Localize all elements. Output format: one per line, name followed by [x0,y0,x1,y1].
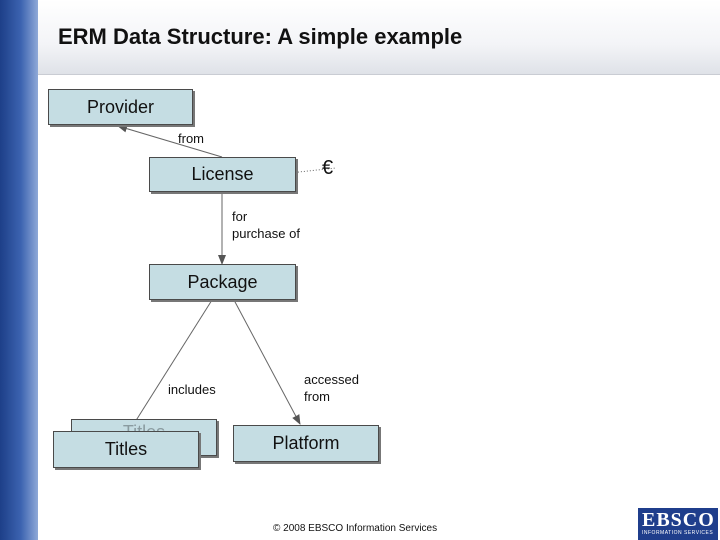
platform-node: Platform [233,425,379,462]
provider-node: Provider [48,89,193,125]
titles-node: Titles [53,431,199,468]
edge-label-accessed-from-line2: from [304,389,330,404]
edge-label-from: from [178,131,204,146]
edge-package-platform [233,299,301,425]
edge-license-provider [117,124,223,158]
copyright-footer: © 2008 EBSCO Information Services [273,523,438,534]
logo-subtitle-text: INFORMATION SERVICES [642,530,714,536]
license-node: License [149,157,296,192]
left-decorative-bar [0,0,38,540]
euro-symbol: € [322,157,334,179]
slide-header [38,0,720,75]
package-node: Package [149,264,296,300]
ebsco-logo: EBSCO INFORMATION SERVICES [638,508,718,540]
edge-label-purchase-of-line2: purchase of [232,226,300,241]
edge-label-includes: includes [168,382,216,397]
slide-title: ERM Data Structure: A simple example [58,24,463,49]
edge-package-titles [129,299,213,431]
logo-brand-text: EBSCO [642,509,715,531]
edge-label-for-line1: for [232,209,248,224]
edge-label-accessed-line1: accessed [304,372,359,387]
